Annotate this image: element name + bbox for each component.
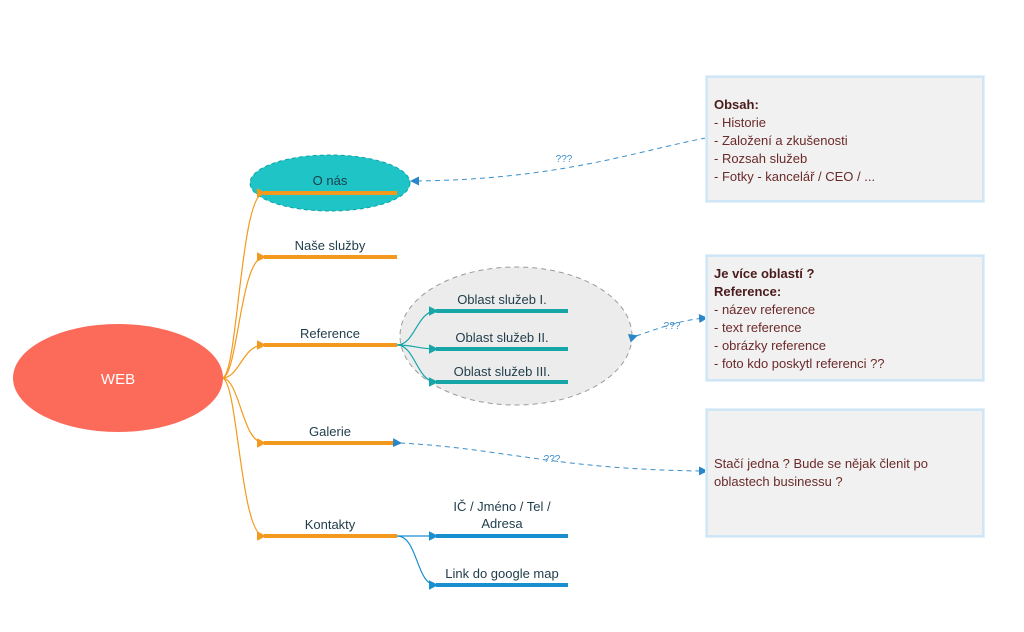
- branch-nase-sluzby[interactable]: Naše služby: [295, 238, 366, 253]
- kontakty-underlines: [436, 534, 568, 587]
- kontakty-connectors: [396, 531, 439, 590]
- note-reference-line: - text reference: [714, 320, 802, 335]
- note-galerie-line: Stačí jedna ? Bude se nějak členit po: [714, 456, 928, 471]
- connector-oblast-1: [396, 306, 439, 346]
- note-galerie-line: oblastech businessu ?: [714, 474, 843, 489]
- connector-galerie: [221, 377, 267, 448]
- node-oblast-3[interactable]: Oblast služeb III.: [454, 364, 551, 379]
- branch-kontakty[interactable]: Kontakty: [305, 517, 356, 532]
- root-node[interactable]: [13, 324, 223, 432]
- node-google-map[interactable]: Link do google map: [445, 566, 558, 581]
- reference-connectors: [396, 306, 439, 387]
- node-ic-jmeno-line1[interactable]: IČ / Jméno / Tel /: [453, 499, 551, 514]
- note-reference-title-1: Je více oblastí ?: [714, 266, 815, 281]
- relationship-reference: [627, 314, 708, 343]
- connector-google-map: [396, 535, 439, 590]
- branch-galerie[interactable]: Galerie: [309, 424, 351, 439]
- note-o-nas-line: - Založení a zkušenosti: [714, 133, 848, 148]
- connector-oblast-3: [396, 344, 439, 387]
- connector-reference: [221, 340, 267, 379]
- root-connectors: [221, 188, 267, 541]
- connector-nase-sluzby: [221, 252, 267, 379]
- relationship-o-nas: [410, 137, 707, 186]
- branch-o-nas[interactable]: O nás: [313, 173, 348, 188]
- note-reference-line: - foto kdo poskytl referenci ??: [714, 356, 885, 371]
- root-label: WEB: [101, 371, 135, 388]
- node-oblast-2[interactable]: Oblast služeb II.: [455, 330, 548, 345]
- note-reference-line: - název reference: [714, 302, 816, 317]
- note-o-nas-line: - Fotky - kancelář / CEO / ...: [714, 169, 876, 184]
- note-o-nas-line: - Historie: [714, 115, 767, 130]
- connector-o-nas: [221, 188, 267, 379]
- o-nas-bubble: [249, 154, 411, 212]
- reference-underlines: [436, 309, 568, 384]
- relationship-label-galerie: ???: [544, 454, 561, 465]
- branch-reference[interactable]: Reference: [300, 326, 360, 341]
- node-ic-jmeno-line2[interactable]: Adresa: [481, 516, 523, 531]
- note-reference-line: - obrázky reference: [714, 338, 826, 353]
- note-reference[interactable]: Je více oblastí ? Reference: - název ref…: [706, 255, 984, 381]
- node-oblast-1[interactable]: Oblast služeb I.: [457, 292, 547, 307]
- relationship-galerie: [392, 438, 708, 476]
- note-galerie[interactable]: Stačí jedna ? Bude se nějak členit po ob…: [706, 409, 984, 537]
- branch-underlines: [264, 191, 397, 538]
- note-reference-title-2: Reference:: [714, 284, 782, 299]
- relationship-label-o-nas: ???: [556, 154, 573, 165]
- note-o-nas-line: - Rozsah služeb: [714, 151, 808, 166]
- connector-kontakty: [221, 377, 267, 541]
- note-o-nas[interactable]: Obsah: - Historie - Založení a zkušenost…: [706, 76, 984, 202]
- relationships: [392, 137, 708, 476]
- relationship-label-reference: ???: [664, 321, 681, 332]
- note-o-nas-title: Obsah:: [714, 97, 759, 112]
